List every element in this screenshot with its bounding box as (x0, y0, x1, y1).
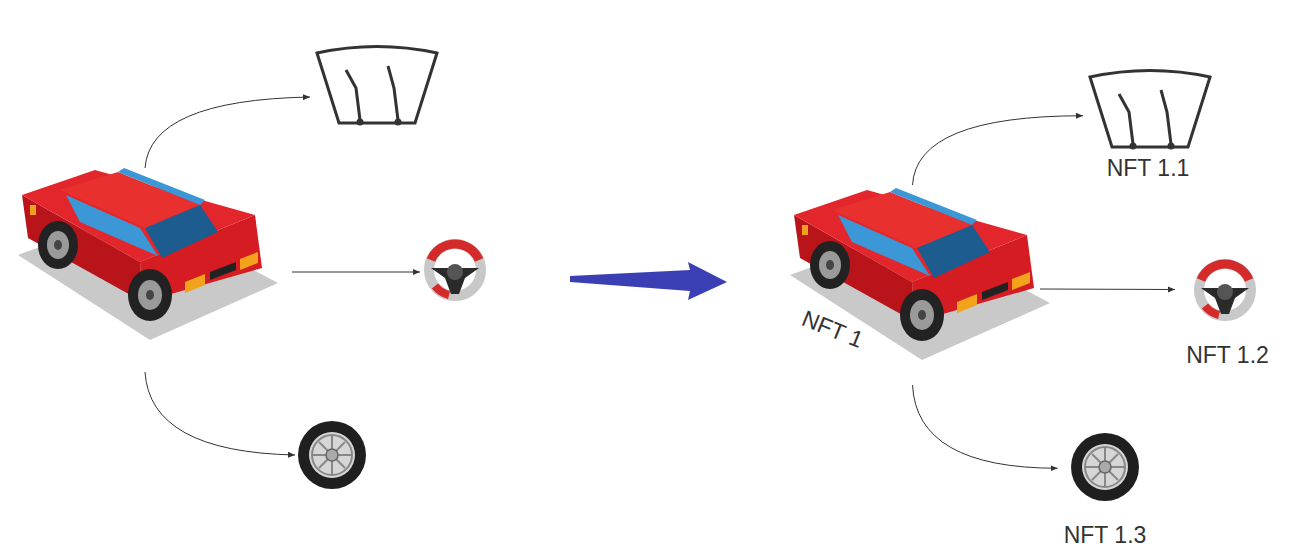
nft-label: NFT 1.2 (1175, 342, 1280, 370)
car-node: NFT 1 (790, 185, 1040, 385)
nft-label: NFT 1.1 (1083, 155, 1213, 183)
nft-label: NFT 1 (798, 305, 867, 354)
nft-label: NFT 1.3 (1058, 522, 1153, 550)
connector-arrow (913, 116, 1084, 185)
connector-arrow (913, 385, 1058, 468)
part-node: NFT 1.3 (1058, 428, 1153, 550)
part-node: NFT 1.1 (1083, 65, 1213, 183)
part-node: NFT 1.2 (1175, 255, 1280, 370)
connector-arrow (1040, 289, 1175, 291)
